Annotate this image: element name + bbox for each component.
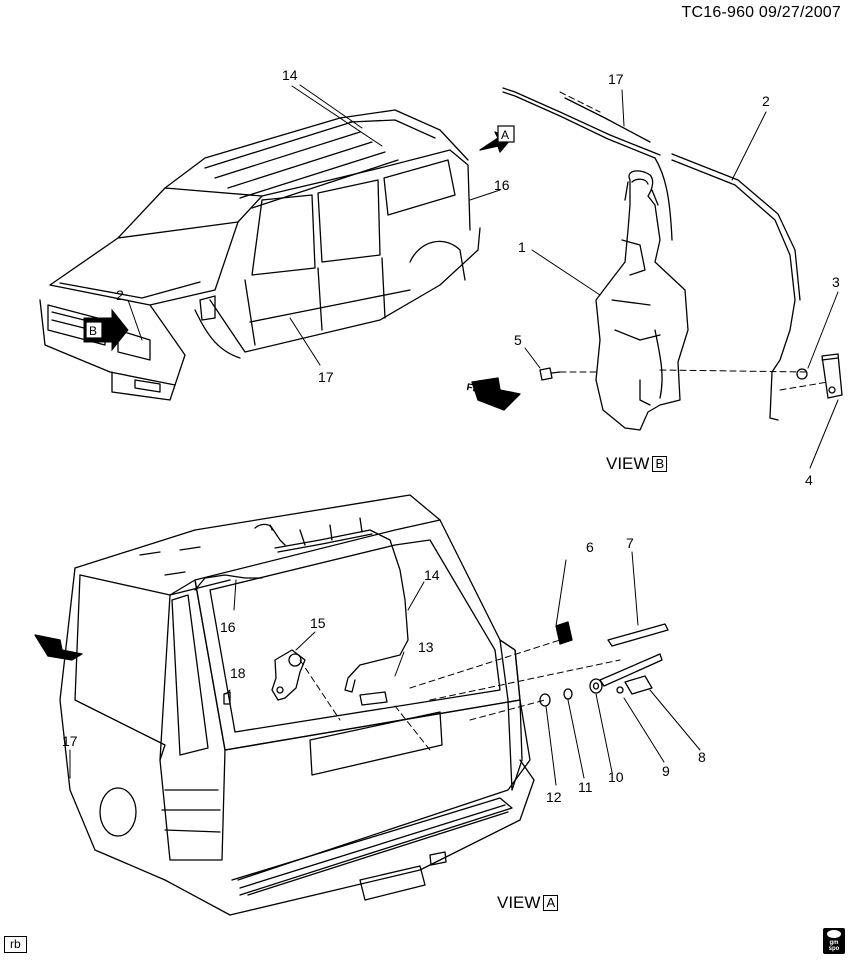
rb-tag: rb bbox=[4, 936, 27, 953]
callout-9: 9 bbox=[662, 763, 670, 779]
callout-2-top: 2 bbox=[762, 93, 770, 109]
washer-nozzle-parts-illustration bbox=[539, 675, 653, 707]
callout-12: 12 bbox=[546, 789, 562, 805]
washer-reservoir-illustration bbox=[595, 170, 689, 431]
callout-17-rear: 17 bbox=[62, 733, 78, 749]
fastener-5-illustration bbox=[539, 367, 561, 381]
view-b-label: VIEW B bbox=[606, 454, 668, 474]
arrow-a-letter: A bbox=[501, 128, 509, 142]
callout-10: 10 bbox=[608, 769, 624, 785]
gm-spo-logo: gm spo bbox=[823, 928, 845, 954]
front-arrow-b bbox=[471, 377, 521, 411]
callout-4: 4 bbox=[805, 472, 813, 488]
front-arrow-a bbox=[34, 634, 83, 661]
harness-14-illustration bbox=[274, 529, 409, 693]
callout-1: 1 bbox=[518, 239, 526, 255]
callout-8: 8 bbox=[698, 749, 706, 765]
callout-5: 5 bbox=[514, 332, 522, 348]
arrow-b-letter: B bbox=[89, 324, 97, 338]
washer-hose-illustration bbox=[502, 87, 801, 421]
callout-16-rear: 16 bbox=[220, 619, 236, 635]
callout-11: 11 bbox=[578, 779, 593, 795]
callout-17-top: 17 bbox=[608, 71, 624, 87]
wiper-blade-illustration bbox=[607, 623, 669, 647]
callouts: 14 17 2 16 1 2 3 5 17 4 6 7 14 15 16 13 … bbox=[40, 67, 840, 805]
logo-disc-icon bbox=[827, 930, 841, 938]
washer-pump-illustration bbox=[821, 353, 843, 399]
front-label-b: FRT bbox=[466, 382, 487, 396]
callout-16-top: 16 bbox=[494, 177, 510, 193]
suv-rear-illustration bbox=[59, 494, 535, 916]
view-a-label: VIEW A bbox=[497, 893, 559, 913]
hose-16-illustration bbox=[194, 574, 263, 591]
callout-14-top: 14 bbox=[282, 67, 298, 83]
callout-2-car: 2 bbox=[116, 287, 124, 303]
callout-17-car: 17 bbox=[318, 369, 334, 385]
callout-14-rear: 14 bbox=[424, 567, 440, 583]
callout-3: 3 bbox=[832, 274, 840, 290]
cap-6-illustration bbox=[555, 621, 573, 645]
wiper-arm-illustration bbox=[599, 653, 663, 687]
callout-15: 15 bbox=[310, 615, 326, 631]
drawing-id: TC16-960 09/27/2007 bbox=[681, 4, 841, 21]
suv-front-illustration bbox=[39, 109, 481, 401]
callout-6: 6 bbox=[586, 539, 594, 555]
wiper-motor-illustration bbox=[271, 649, 306, 701]
front-label-a: FRT bbox=[40, 638, 61, 652]
callout-13: 13 bbox=[418, 639, 434, 655]
callout-18: 18 bbox=[230, 665, 246, 681]
callout-7: 7 bbox=[626, 535, 634, 551]
grommet-3-illustration bbox=[796, 368, 808, 380]
